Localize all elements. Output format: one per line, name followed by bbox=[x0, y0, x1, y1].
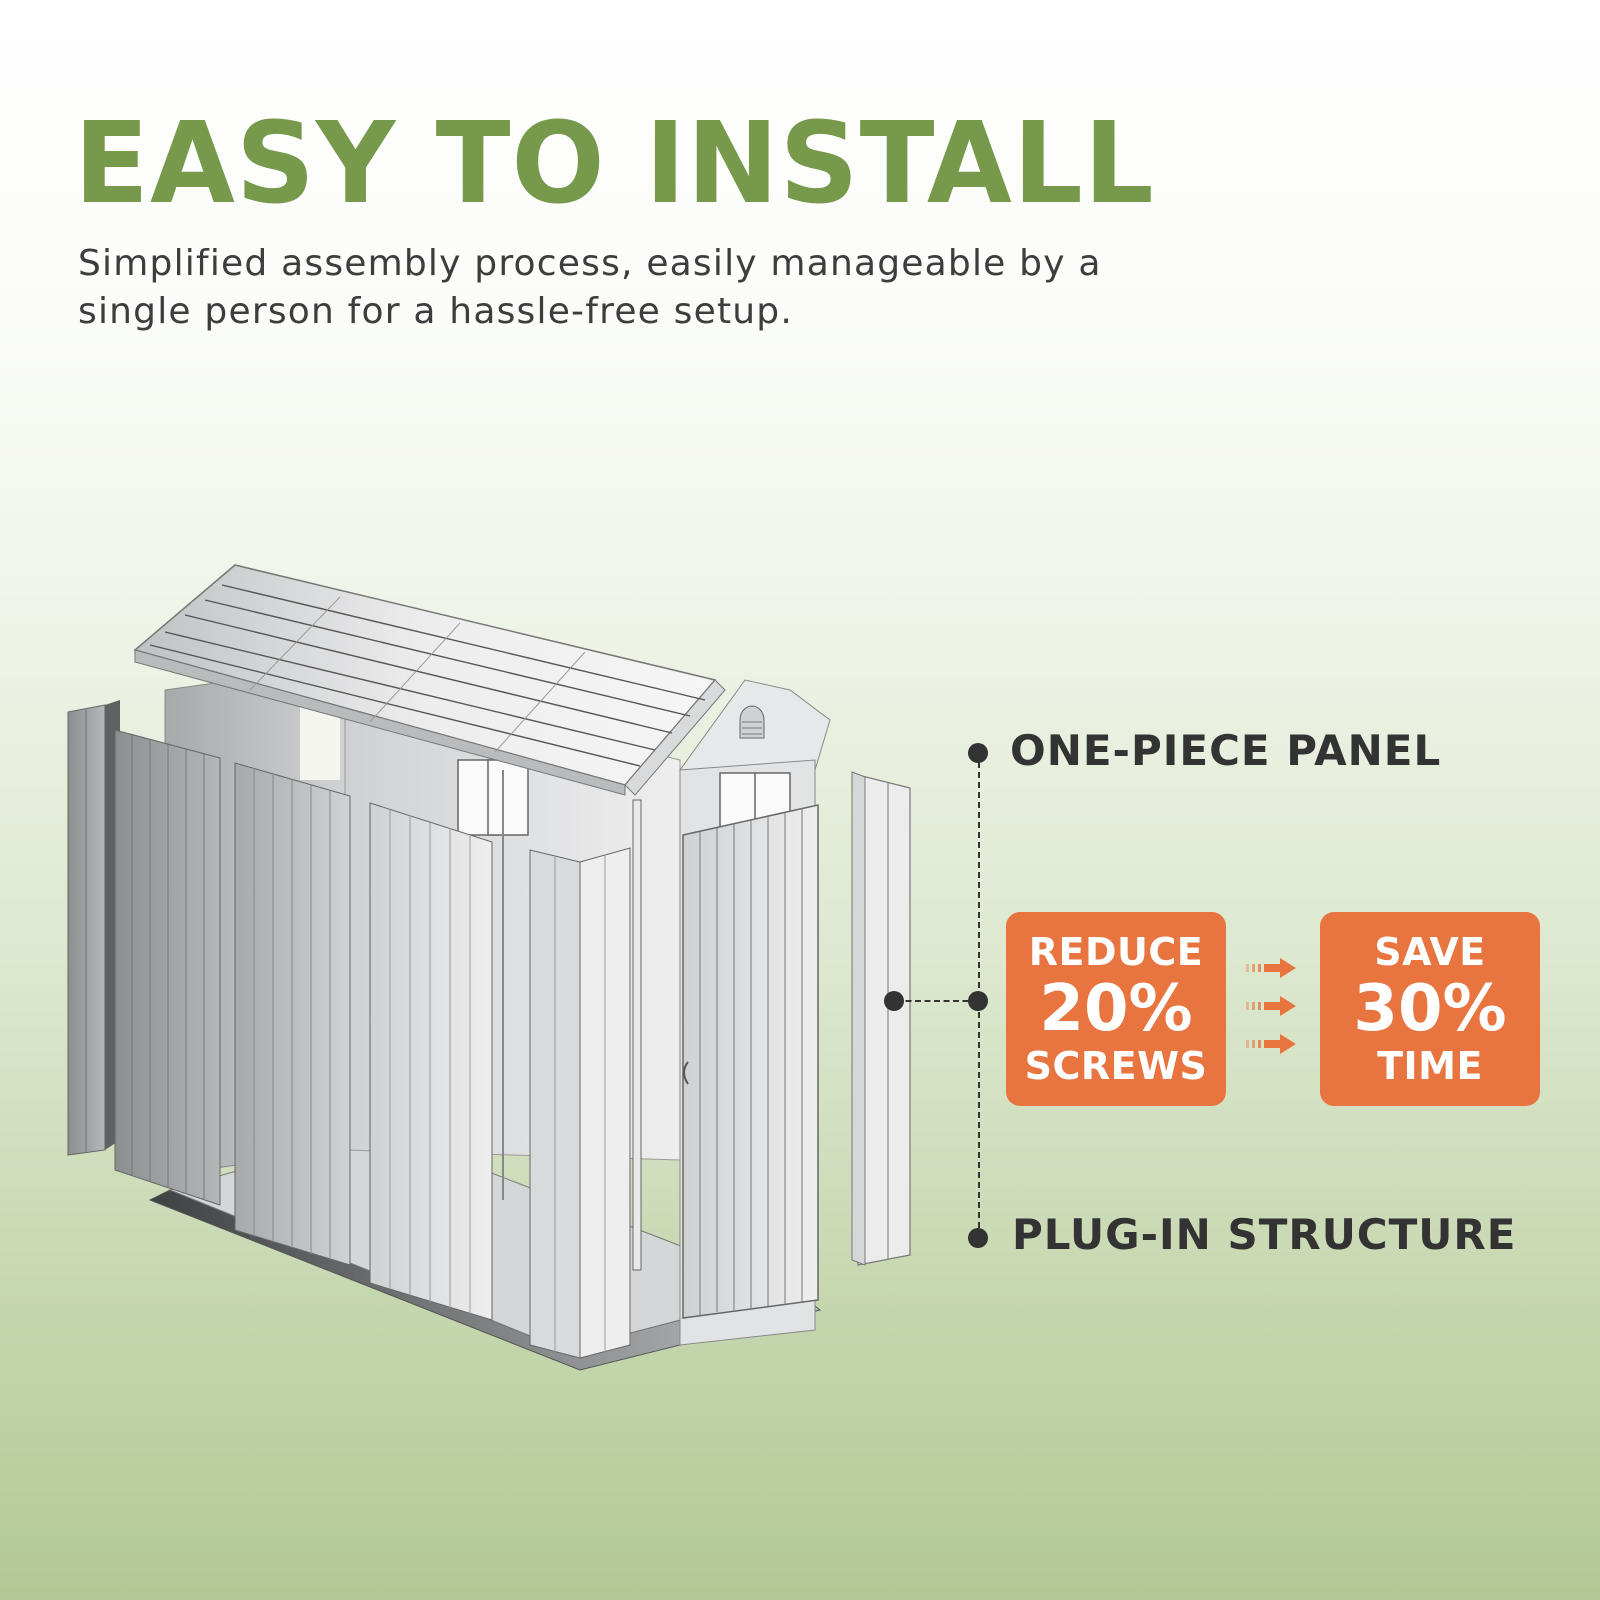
connector-anchor-dot-icon bbox=[884, 991, 904, 1011]
connector-horizontal-dashed-line bbox=[896, 1000, 978, 1002]
badge-save-label: SAVE bbox=[1374, 930, 1486, 974]
feature-one-piece-panel: ONE-PIECE PANEL bbox=[1010, 726, 1442, 775]
page-title: EASY TO INSTALL bbox=[74, 99, 1155, 229]
badge-reduce-unit: SCREWS bbox=[1024, 1044, 1208, 1088]
arrow-right-icon bbox=[1246, 958, 1296, 1054]
badge-reduce-value: 20% bbox=[1039, 972, 1193, 1046]
badge-save-value: 30% bbox=[1353, 972, 1507, 1046]
bullet-dot-icon bbox=[968, 743, 988, 763]
save-time-badge: SAVE 30% TIME bbox=[1320, 912, 1540, 1106]
badge-save-unit: TIME bbox=[1377, 1044, 1483, 1088]
badge-reduce-label: REDUCE bbox=[1028, 930, 1204, 974]
reduce-screws-badge: REDUCE 20% SCREWS bbox=[1006, 912, 1226, 1106]
feature-plug-in-structure: PLUG-IN STRUCTURE bbox=[1012, 1210, 1517, 1259]
connector-junction-dot-icon bbox=[968, 991, 988, 1011]
page-subtitle: Simplified assembly process, easily mana… bbox=[78, 243, 1102, 332]
bullet-dot-icon bbox=[968, 1228, 988, 1248]
shed-exploded-view-icon bbox=[67, 564, 911, 1371]
